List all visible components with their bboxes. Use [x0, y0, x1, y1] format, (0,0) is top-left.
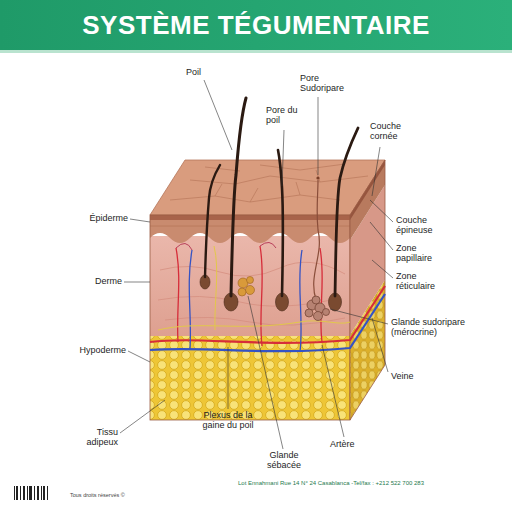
blood-vessels	[150, 242, 385, 352]
leader-lines-part	[372, 260, 393, 278]
copyright-note: Tous droits réservés ©	[70, 492, 190, 498]
barcode-part	[23, 486, 25, 500]
blood-vessels-part	[176, 242, 276, 250]
sebaceous-gland-part	[246, 286, 255, 295]
barcode-part	[37, 486, 39, 500]
barcode	[14, 486, 48, 500]
hair-follicles	[200, 275, 342, 311]
skin-front-face	[150, 215, 350, 420]
part-label: Glande sébacée	[258, 451, 310, 471]
leader-lines-part	[282, 130, 284, 186]
skin-front-face-part	[150, 215, 350, 220]
skin-side-face-part	[350, 160, 385, 420]
hair-shafts	[205, 98, 358, 296]
leader-lines	[120, 80, 393, 449]
sweat-gland-part	[305, 296, 330, 321]
part-label: Couche épineuse	[396, 216, 452, 236]
skin-side-face-part	[350, 160, 385, 220]
part-label: Veine	[391, 372, 431, 382]
leader-lines-part	[128, 351, 150, 362]
sweat-pore	[316, 176, 319, 179]
barcode-part	[29, 486, 32, 500]
leader-lines-part	[124, 282, 150, 283]
skin-side-face-part	[350, 160, 385, 240]
sweat-gland-part-part	[323, 309, 330, 316]
skin-front-face-part	[158, 262, 345, 325]
leader-lines-part	[372, 318, 388, 372]
sweat-gland-part-part	[305, 309, 313, 317]
leader-lines-part	[330, 309, 388, 324]
part-label: Zone papillaire	[396, 244, 452, 264]
blood-vessels-part	[158, 246, 350, 330]
skin-front-face-part	[150, 335, 350, 420]
part-label: Plexus de la gaine du poil	[196, 411, 260, 431]
barcode-part	[41, 486, 42, 500]
barcode-part	[20, 486, 21, 500]
sweat-gland	[305, 180, 330, 321]
title-rule	[0, 50, 512, 53]
part-label: Derme	[70, 277, 122, 287]
skin-front-face-part	[150, 215, 350, 243]
part-label: Zone réticulaire	[396, 272, 456, 292]
publisher-address: Lot Ennahmani Rue 14 N° 24 Casablanca -T…	[238, 480, 504, 487]
hair-shafts-part	[231, 98, 246, 296]
barcode-part	[27, 486, 28, 500]
title-band	[0, 0, 512, 50]
hair-shafts-part	[278, 150, 283, 296]
barcode-part	[47, 486, 48, 500]
part-label: Tissu adipeux	[72, 428, 118, 448]
sebaceous-gland-part	[247, 277, 254, 284]
part-label: Glande sudoripare (mérocrine)	[391, 318, 483, 338]
sweat-gland-part	[314, 180, 320, 300]
sebaceous-gland-part	[238, 288, 246, 296]
leader-lines-part	[228, 347, 229, 409]
barcode-part	[43, 486, 45, 500]
part-label: Couche cornée	[370, 122, 418, 142]
leader-lines-part	[370, 200, 393, 222]
barcode-part	[16, 486, 18, 500]
barcode-part	[34, 486, 35, 500]
blood-vessels-part	[150, 286, 385, 343]
leader-lines-part	[370, 222, 393, 250]
leader-lines-part	[318, 97, 319, 175]
poster-title: SYSTÈME TÉGUMENTAIRE	[0, 4, 512, 46]
part-label: Pore du poil	[266, 106, 306, 126]
hair-shafts-part	[205, 165, 220, 277]
skin-front-face-part	[150, 215, 350, 420]
sweat-gland-part-part	[314, 312, 323, 321]
part-label: Artère	[330, 440, 370, 450]
part-label: Hypoderme	[62, 346, 126, 356]
barcode-part	[14, 486, 15, 500]
leader-lines-part	[120, 400, 165, 433]
skin-front-face-part	[150, 226, 350, 227]
hair-shafts-part	[335, 128, 358, 296]
leader-lines-part	[372, 147, 380, 196]
leader-lines-part	[322, 345, 344, 437]
leader-lines-part	[130, 219, 150, 222]
part-label: Poil	[186, 68, 226, 78]
skin-surface-part	[150, 160, 385, 215]
skin-side-face	[350, 160, 385, 420]
part-label: Pore Sudoripare	[300, 74, 354, 94]
part-label: Épiderme	[70, 214, 128, 224]
leader-lines-part	[204, 80, 232, 150]
skin-surface	[150, 160, 385, 215]
sebaceous-gland	[238, 277, 255, 297]
sweat-gland-part-part	[312, 296, 320, 304]
